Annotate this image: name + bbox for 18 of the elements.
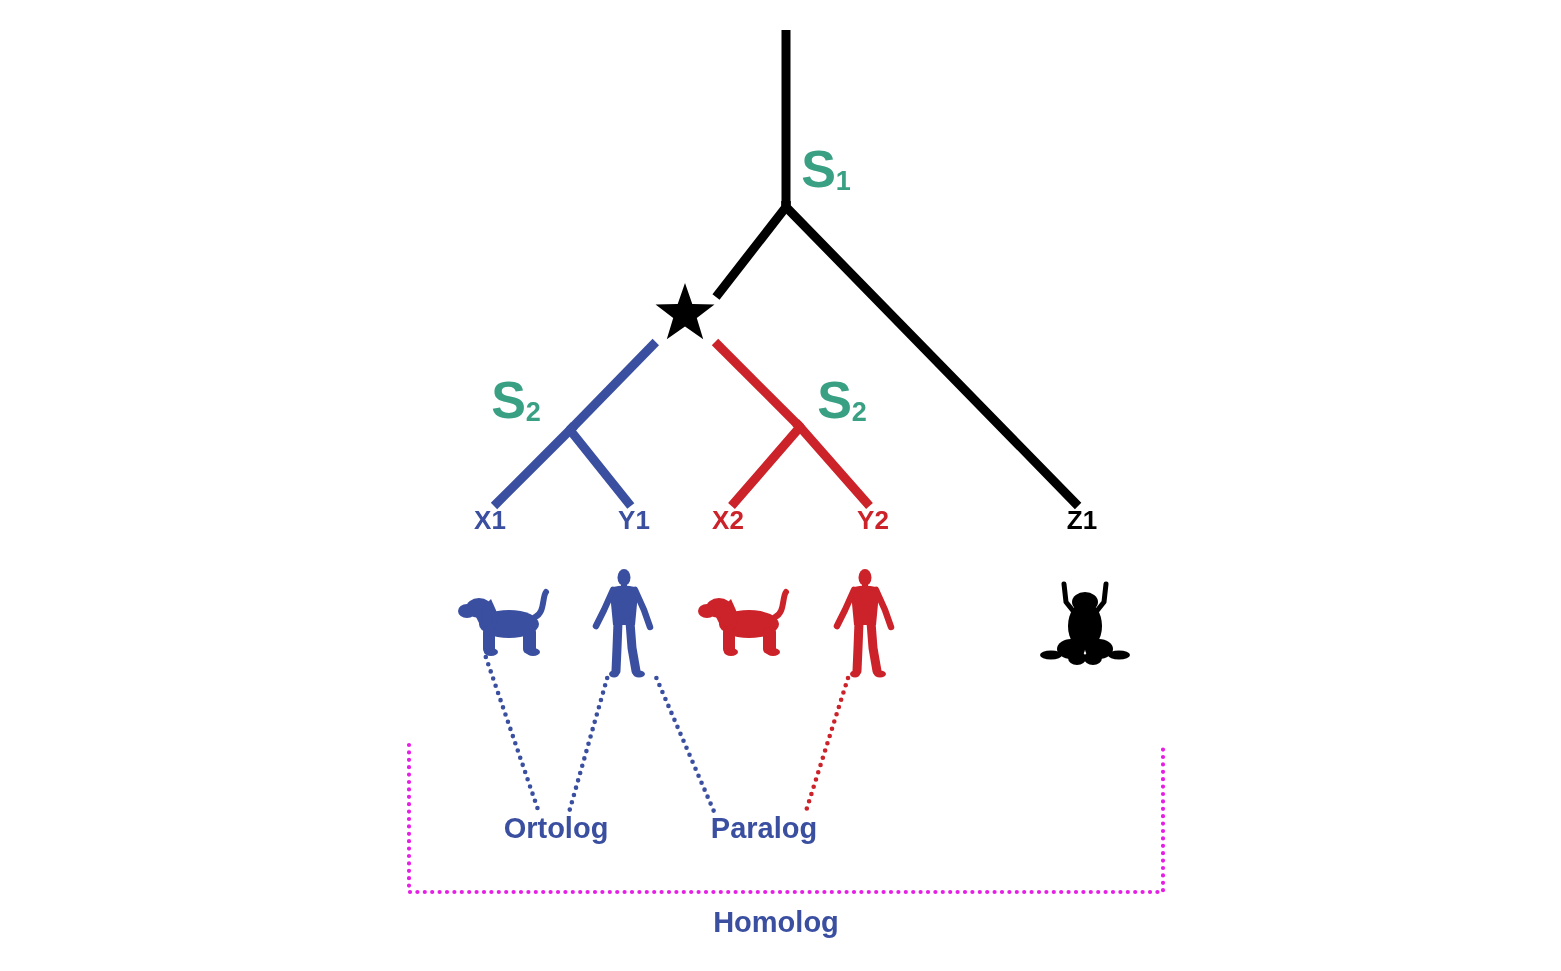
gene-label: Y1 — [618, 506, 650, 536]
speciation-label: S$_{2}$ — [817, 371, 867, 431]
relation-label: Homolog — [713, 906, 839, 940]
speciation-label: S$_{1}$ — [801, 140, 851, 200]
star-icon — [654, 282, 716, 342]
gene-label: Y2 — [857, 506, 889, 536]
gene-label: X1 — [474, 506, 506, 536]
tree-branch — [792, 419, 873, 509]
gene-label: Z1 — [1066, 506, 1098, 536]
tree-branch — [781, 201, 1082, 510]
dotted-line — [566, 675, 610, 815]
relation-label: Paralog — [710, 812, 818, 846]
dog-icon — [697, 587, 790, 657]
dotted-line — [654, 675, 717, 815]
speciation-label: S$_{2}$ — [491, 371, 541, 431]
dog-icon — [457, 587, 550, 657]
relation-label: Ortolog — [503, 812, 609, 846]
gene-label: X2 — [712, 506, 744, 536]
